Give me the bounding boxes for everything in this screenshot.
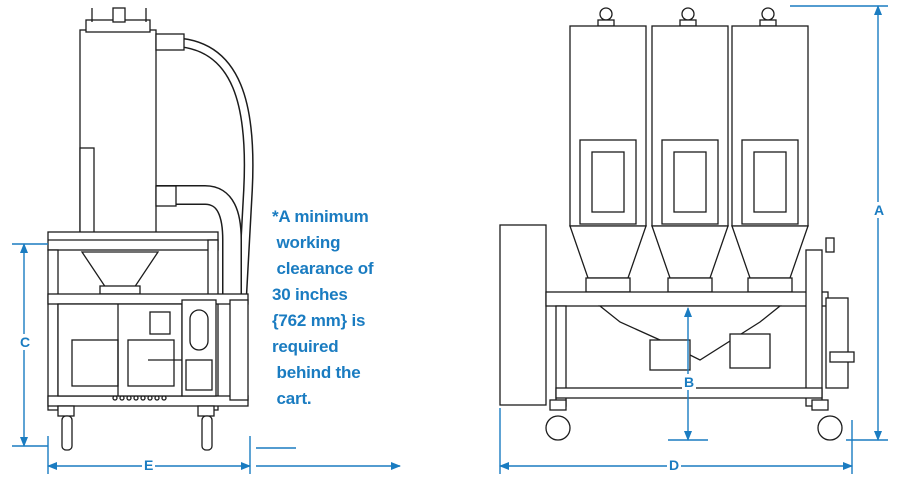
clearance-note: *A minimum working clearance of 30 inche… xyxy=(272,204,422,412)
dimension-label-c: C xyxy=(18,334,33,350)
dimension-label-e: E xyxy=(142,457,156,473)
clearance-note-line: cart. xyxy=(272,389,312,408)
dimension-label-d: D xyxy=(667,457,682,473)
hopper-3 xyxy=(731,7,809,293)
front-view xyxy=(499,7,855,441)
hopper-2 xyxy=(651,7,729,293)
clearance-note-line: working xyxy=(272,233,341,252)
clearance-note-line: required xyxy=(272,337,339,356)
clearance-note-line: clearance of xyxy=(272,259,374,278)
dimension-label-a: A xyxy=(872,202,887,218)
side-view xyxy=(47,7,254,451)
dimension-label-b: B xyxy=(682,374,697,390)
clearance-note-line: 30 inches xyxy=(272,285,348,304)
clearance-note-line: *A minimum xyxy=(272,207,369,226)
hopper-1 xyxy=(569,7,647,293)
clearance-note-line: {762 mm} is xyxy=(272,311,366,330)
clearance-note-line: behind the xyxy=(272,363,361,382)
